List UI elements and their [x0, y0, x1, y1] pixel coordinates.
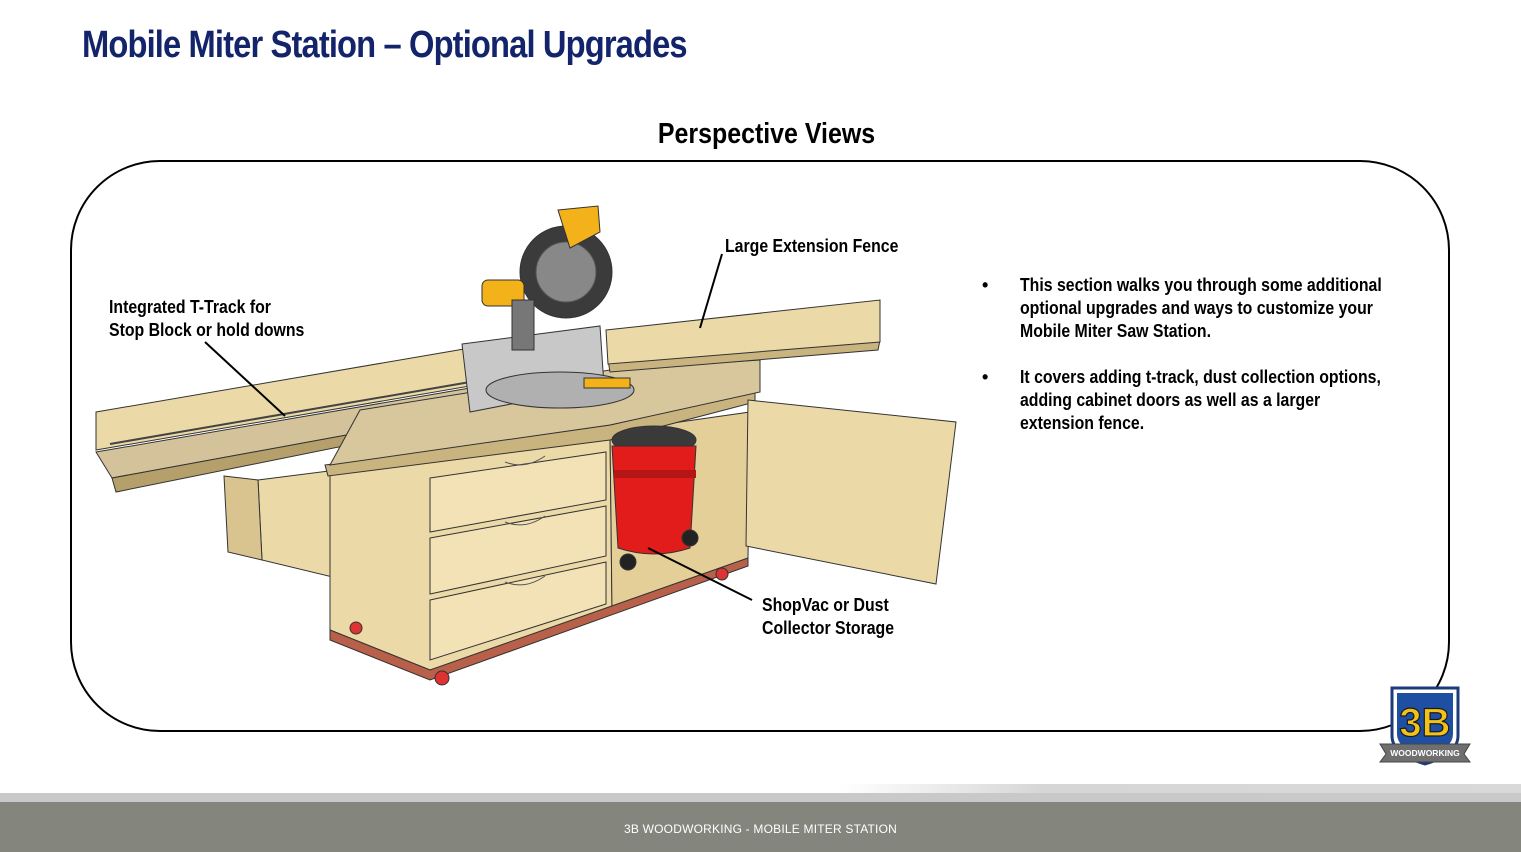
- footer-text: 3B WOODWORKING - MOBILE MITER STATION: [624, 822, 897, 836]
- fence-pointer: [699, 253, 723, 329]
- t-track: [109, 381, 471, 445]
- drawer-pull-2: [504, 515, 546, 526]
- right-door: [745, 399, 957, 585]
- caster-1: [349, 621, 363, 635]
- ttrack-callout: Integrated T-Track for Stop Block or hol…: [109, 297, 305, 340]
- drawer-1: [429, 451, 607, 533]
- drawer-3: [429, 561, 607, 661]
- drawer-pull-1: [504, 455, 546, 466]
- bullet-icon: •: [982, 275, 989, 295]
- caster-2: [434, 670, 450, 686]
- bullet-icon: •: [982, 367, 989, 387]
- shopvac-pointer: [647, 547, 753, 601]
- section-subtitle: Perspective Views: [657, 118, 876, 150]
- right-fence: [605, 299, 881, 365]
- svg-text:3B: 3B: [1399, 701, 1450, 745]
- list-item: • This section walks you through some ad…: [982, 275, 1382, 341]
- description-list: • This section walks you through some ad…: [982, 274, 1402, 458]
- ttrack-pointer: [204, 341, 286, 417]
- left-door-side: [223, 475, 263, 561]
- footer-light-band: [0, 793, 1521, 803]
- page-title: Mobile Miter Station – Optional Upgrades: [82, 24, 688, 66]
- drawer-2: [429, 505, 607, 595]
- footer-bar: [0, 802, 1521, 852]
- views-frame: [70, 160, 1450, 732]
- svg-text:WOODWORKING: WOODWORKING: [1390, 748, 1460, 758]
- cabinet-base: [329, 557, 749, 681]
- fence-callout: Large Extension Fence: [725, 236, 899, 256]
- 3b-woodworking-logo: 3B WOODWORKING: [1379, 686, 1471, 766]
- vac-wheel-1: [619, 553, 637, 571]
- saw-table: [485, 371, 635, 409]
- saw-handle: [557, 205, 601, 249]
- drawer-pull-3: [504, 575, 546, 586]
- saw-rail: [583, 377, 631, 389]
- caster-3: [715, 567, 729, 581]
- vac-wheel-2: [681, 529, 699, 547]
- list-item: • It covers adding t-track, dust collect…: [982, 367, 1381, 433]
- shopvac-callout: ShopVac or Dust Collector Storage: [762, 595, 895, 638]
